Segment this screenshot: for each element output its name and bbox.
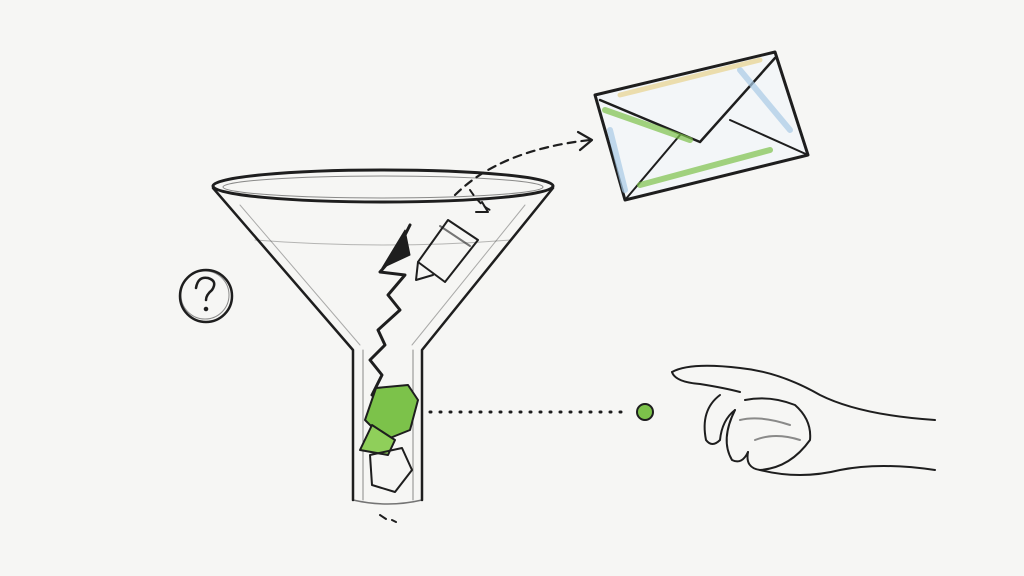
dashed-arrow bbox=[453, 138, 592, 197]
question-mark-icon bbox=[178, 268, 234, 324]
green-dot-icon bbox=[636, 403, 654, 421]
pencil-icon bbox=[415, 219, 479, 283]
green-shards bbox=[359, 384, 419, 523]
funnel-icon bbox=[211, 168, 555, 505]
hand-icon bbox=[671, 364, 936, 476]
envelope-icon bbox=[593, 50, 810, 202]
